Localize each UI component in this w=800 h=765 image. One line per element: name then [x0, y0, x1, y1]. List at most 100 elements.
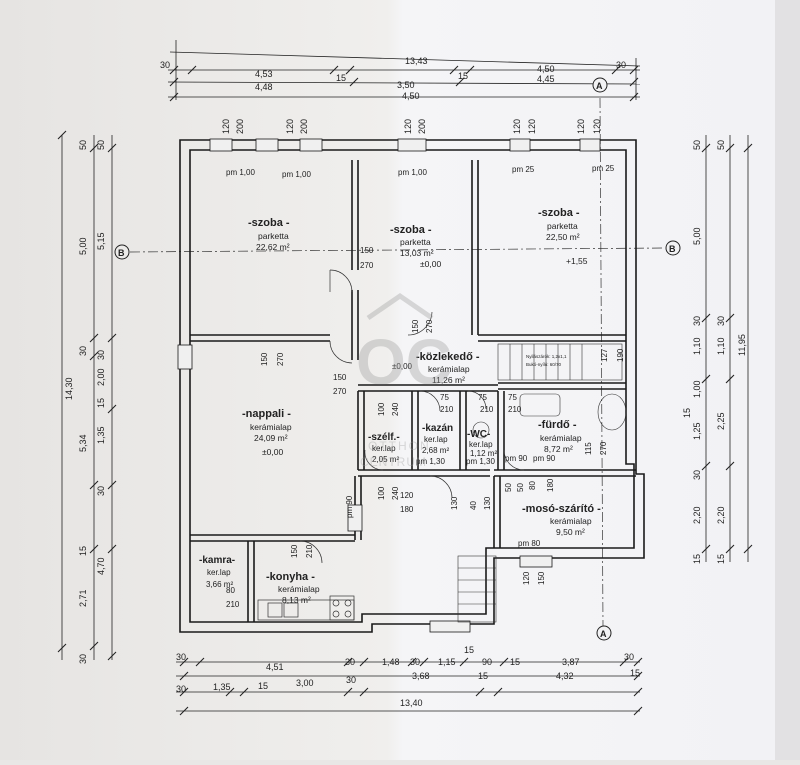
bottom-dim: 4,32 — [556, 671, 574, 681]
door-dimensions: 150 270 150 270 150 270 150 270 75 210 7… — [226, 246, 625, 609]
bottom-dim: 30 — [345, 657, 355, 667]
right-dim: 30 — [692, 316, 702, 326]
room-kozlekedo: -közlekedő - kerámialap 11,26 m² — [416, 351, 480, 385]
window-height-dim: 120 — [527, 119, 537, 134]
room-moso-szarito: -mosó-szárító - kerámialap 9,50 m² — [522, 503, 601, 537]
opening-dim: 100 — [377, 402, 386, 416]
room-area: 9,50 m² — [556, 527, 585, 537]
right-dim: 1,10 — [692, 337, 702, 355]
top-dim: 15 — [336, 73, 346, 83]
room-floor: kerámialap — [540, 433, 582, 443]
bottom-dimension-lines — [176, 661, 640, 712]
right-dim: 15 — [682, 408, 692, 418]
right-total-dim: 11,95 — [737, 334, 747, 356]
right-dim: 1,10 — [716, 337, 726, 355]
bottom-total-dim: 13,40 — [400, 698, 423, 708]
top-dimension-labels: 13,43 30 4,53 15 3,50 15 4,50 30 4,48 4,… — [160, 56, 626, 101]
left-dim: 30 — [96, 486, 106, 496]
room-konyha: -konyha - kerámialap 8,13 m² — [266, 571, 320, 605]
opening-dim: 150 — [411, 319, 420, 333]
room-area: 3,66 m² — [206, 580, 233, 589]
opening-dim: ±0,00 — [392, 362, 413, 371]
opening-dim: 210 — [480, 405, 494, 414]
opening-dim: 150 — [537, 571, 546, 585]
bottom-dim: 15 — [464, 645, 474, 655]
opening-dim: 120 — [400, 491, 414, 500]
right-dimension-labels: 11,95 50 5,00 50 30 1,10 1,10 30 1,00 15… — [682, 140, 747, 564]
walls — [179, 139, 645, 633]
top-dimension-lines — [167, 40, 641, 100]
window-tag: pm 90 — [533, 454, 556, 463]
axis-label: A — [596, 81, 603, 91]
windows — [177, 138, 601, 633]
room-floor: ker.lap — [372, 444, 396, 453]
left-dim: 30 — [96, 350, 106, 360]
bottom-dim: 3,68 — [412, 671, 430, 681]
opening-dim: 80 — [226, 586, 235, 595]
opening-dim: 150 — [360, 246, 374, 255]
opening-dim: 100 — [377, 486, 386, 500]
bottom-dim: 3,87 — [562, 657, 580, 667]
room-furdo: -fürdő - kerámialap 8,72 m² — [538, 419, 582, 454]
axis-marker-a-bottom: A — [596, 625, 612, 641]
bottom-dim: 30 — [346, 675, 356, 685]
room-level: ±0,00 — [420, 259, 441, 269]
opening-dim: 127 — [600, 348, 609, 362]
room-name: -szélf.- — [368, 432, 400, 443]
axis-marker-b-left: B — [114, 244, 130, 260]
opening-dim: 50 — [516, 483, 525, 492]
right-dim: 1,00 — [692, 380, 702, 398]
bottom-dim: 3,00 — [296, 678, 314, 688]
room-area: 8,72 m² — [544, 444, 573, 454]
bottom-dim: 1,15 — [438, 657, 456, 667]
opening-dim: 210 — [226, 600, 240, 609]
opening-dim: 50 — [504, 483, 513, 492]
bottom-dim: 30 — [176, 652, 186, 662]
top-dim: 4,45 — [537, 74, 555, 84]
room-szelfogo: -szélf.- ker.lap 2,05 m² — [368, 432, 400, 464]
top-dim: 4,48 — [255, 82, 273, 92]
top-window-heights: 120 200 120 200 120 200 120 120 120 120 — [221, 119, 602, 134]
right-dim: 50 — [692, 140, 702, 150]
room-area: 13,03 m² — [400, 248, 434, 258]
left-dim: 5,00 — [78, 237, 88, 255]
opening-dim: 150 — [260, 352, 269, 366]
stair-run — [497, 343, 623, 381]
top-dim: 4,50 — [537, 64, 555, 74]
bottom-dim: 15 — [258, 681, 268, 691]
opening-dim: 180 — [400, 505, 414, 514]
paper-sheet — [0, 0, 775, 760]
opening-dim: 80 — [528, 481, 537, 490]
room-szoba-1: -szoba - parketta 22,62 m² — [248, 217, 290, 252]
window-height-dim: 120 — [592, 119, 602, 134]
window-tag: pm 80 — [518, 539, 541, 548]
section-axis-lines — [129, 97, 665, 627]
opening-dim: 130 — [450, 496, 459, 510]
opening-dim: 130 — [483, 496, 492, 510]
room-level: ±0,00 — [262, 447, 283, 457]
bottom-dim: 1,35 — [213, 682, 231, 692]
right-dim: 15 — [716, 554, 726, 564]
stair-note-line: Nyilászárók: 1,2x1,1 — [526, 354, 567, 359]
room-area: 24,09 m² — [254, 433, 288, 443]
window-height-dim: 120 — [285, 119, 295, 134]
window-tag: pm 1,00 — [398, 168, 427, 177]
opening-dim: 150 — [290, 544, 299, 558]
watermark-letters: OC — [356, 326, 452, 398]
watermark-logo: OC OTTHON CENTRUM — [356, 292, 452, 469]
left-total-dim: 14,30 — [64, 377, 74, 400]
opening-dim: 190 — [616, 348, 625, 362]
window-tag: pm 25 — [512, 165, 535, 174]
opening-dim: 210 — [305, 544, 314, 558]
room-name: -konyha - — [266, 571, 315, 583]
stair-note: Nyilászárók: 1,2x1,1 Bukó-nyíló: 60/70 — [526, 354, 567, 367]
left-dimension-ticks — [57, 130, 117, 661]
top-dim: 15 — [458, 71, 468, 81]
window-tag: pm 90 — [505, 454, 528, 463]
room-name: -szoba - — [538, 207, 580, 219]
axis-label: B — [118, 248, 125, 258]
room-level: +1,55 — [566, 256, 588, 266]
opening-dim: 115 — [584, 442, 593, 455]
room-wc: -WC- ker.lap 1,12 m² — [467, 429, 497, 458]
